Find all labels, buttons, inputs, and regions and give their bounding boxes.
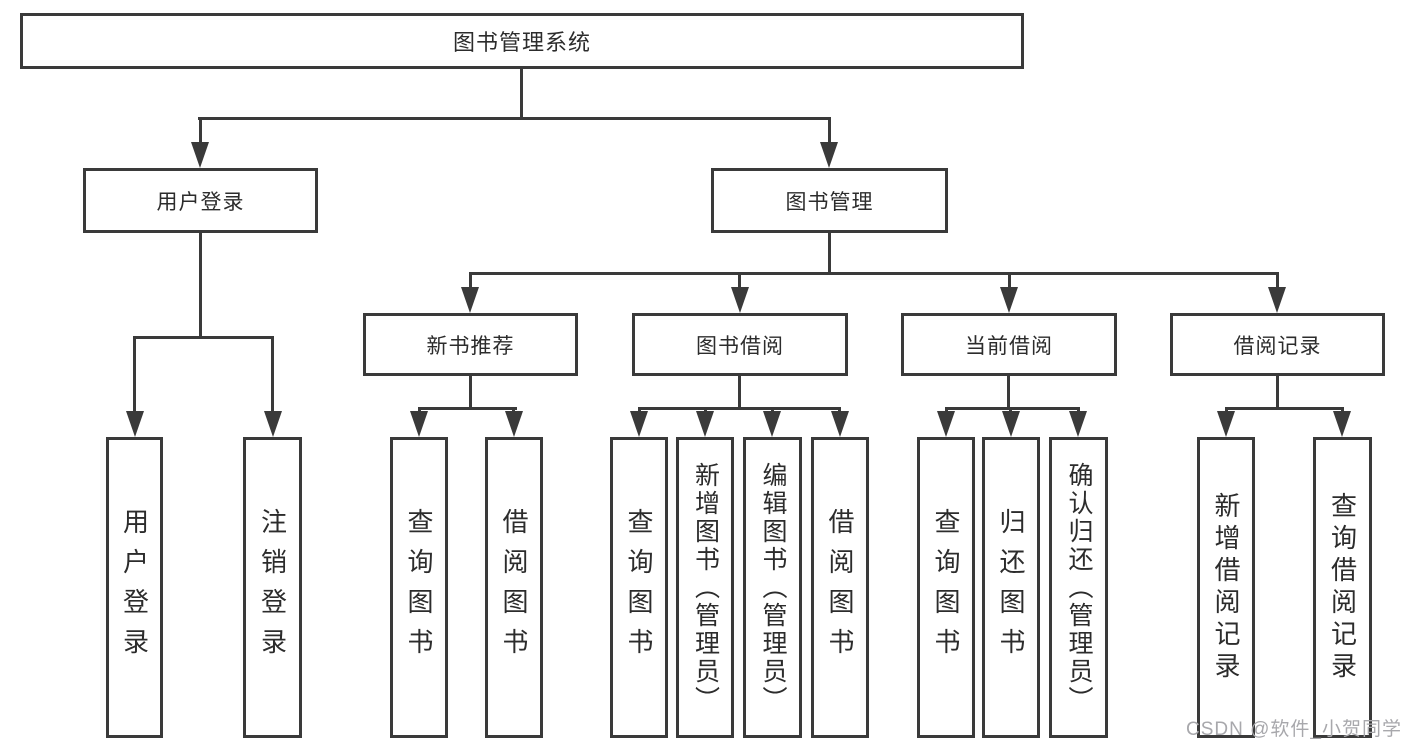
csdn-watermark: CSDN @软件_小贺同学: [1186, 719, 1402, 740]
node-book-borrow: 图书借阅: [632, 313, 848, 376]
leaf-current-query-book: 查询图书: [917, 437, 975, 738]
node-book-borrow-label: 图书借阅: [696, 334, 784, 358]
leaf-recommend-borrow-book-label: 借阅图书: [499, 507, 529, 668]
connector-current-stem: [1007, 376, 1010, 407]
connector-user-login-stem: [199, 233, 202, 336]
leaf-user-login-label: 用户登录: [119, 507, 150, 668]
leaf-return-book: 归还图书: [982, 437, 1040, 738]
leaf-borrow-book-label: 借阅图书: [825, 507, 855, 668]
arrowhead-to-leaf-confirm-return: [1069, 411, 1087, 437]
leaf-current-query-book-label: 查询图书: [931, 507, 961, 668]
connector-root-right-drop: [828, 117, 831, 144]
arrowhead-to-book-borrow: [731, 287, 749, 313]
arrowhead-to-user-login: [191, 142, 209, 168]
arrowhead-to-new-book-recommend: [461, 287, 479, 313]
connector-root-stem: [520, 69, 523, 117]
connector-book-mgmt-drop-3: [1008, 272, 1011, 289]
connector-records-bar: [1225, 407, 1344, 410]
leaf-add-borrow-record: 新增借阅记录: [1197, 437, 1255, 738]
arrowhead-to-leaf-borrow-book: [831, 411, 849, 437]
leaf-add-book-admin-label: 新增图书（管理员）: [691, 461, 720, 714]
node-user-login-label: 用户登录: [156, 190, 245, 214]
node-current-borrow-label: 当前借阅: [965, 334, 1053, 358]
node-root-label: 图书管理系统: [452, 30, 591, 55]
arrowhead-to-leaf-logout: [264, 411, 282, 437]
connector-recommend-stem: [469, 376, 472, 407]
leaf-borrow-book: 借阅图书: [811, 437, 869, 738]
leaf-borrow-query-book: 查询图书: [610, 437, 668, 738]
connector-current-bar: [945, 407, 1080, 410]
arrowhead-to-leaf-return-book: [1002, 411, 1020, 437]
node-book-management: 图书管理: [711, 168, 948, 233]
connector-root-left-drop: [199, 117, 202, 144]
arrowhead-to-leaf-add-record: [1217, 411, 1235, 437]
leaf-recommend-query-book: 查询图书: [390, 437, 448, 738]
connector-records-stem: [1276, 376, 1279, 407]
leaf-edit-book-admin-label: 编辑图书（管理员）: [759, 461, 787, 714]
connector-book-mgmt-drop-2: [738, 272, 741, 289]
connector-book-mgmt-drop-1: [469, 272, 472, 289]
arrowhead-to-leaf-user-login: [126, 411, 144, 437]
node-borrow-records: 借阅记录: [1170, 313, 1385, 376]
leaf-user-login: 用户登录: [106, 437, 163, 738]
arrowhead-to-leaf-query-record: [1333, 411, 1351, 437]
leaf-confirm-return-admin-label: 确认归还（管理员）: [1065, 461, 1093, 714]
arrowhead-to-book-management: [820, 142, 838, 168]
connector-book-mgmt-stem: [828, 233, 831, 272]
arrowhead-to-borrow-records: [1268, 287, 1286, 313]
arrowhead-to-leaf-edit-book: [763, 411, 781, 437]
connector-recommend-bar: [418, 407, 517, 410]
node-book-management-label: 图书管理: [785, 190, 874, 214]
arrowhead-to-leaf-borrow-query: [630, 411, 648, 437]
arrowhead-to-leaf-recommend-borrow: [505, 411, 523, 437]
leaf-recommend-query-book-label: 查询图书: [404, 507, 434, 668]
connector-root-bar: [198, 117, 831, 120]
leaf-add-borrow-record-label: 新增借阅记录: [1211, 491, 1241, 684]
node-root: 图书管理系统: [20, 13, 1024, 69]
connector-book-mgmt-drop-4: [1276, 272, 1279, 289]
node-new-book-recommend-label: 新书推荐: [426, 334, 515, 358]
connector-borrow-bar: [638, 407, 841, 410]
arrowhead-to-current-borrow: [1000, 287, 1018, 313]
leaf-query-borrow-record-label: 查询借阅记录: [1327, 491, 1358, 684]
leaf-query-borrow-record: 查询借阅记录: [1313, 437, 1372, 738]
connector-user-login-bar: [133, 336, 273, 339]
connector-user-login-drop-1: [133, 336, 136, 413]
node-current-borrow: 当前借阅: [901, 313, 1117, 376]
arrowhead-to-leaf-current-query: [937, 411, 955, 437]
connector-user-login-drop-2: [271, 336, 274, 413]
leaf-return-book-label: 归还图书: [996, 507, 1026, 668]
connector-book-mgmt-bar: [469, 272, 1279, 275]
leaf-add-book-admin: 新增图书（管理员）: [676, 437, 734, 738]
leaf-borrow-query-book-label: 查询图书: [624, 507, 654, 668]
leaf-confirm-return-admin: 确认归还（管理员）: [1049, 437, 1108, 738]
leaf-logout: 注销登录: [243, 437, 302, 738]
connector-borrow-stem: [738, 376, 741, 407]
node-user-login: 用户登录: [83, 168, 318, 233]
arrowhead-to-leaf-recommend-query: [410, 411, 428, 437]
leaf-edit-book-admin: 编辑图书（管理员）: [743, 437, 802, 738]
node-new-book-recommend: 新书推荐: [363, 313, 578, 376]
node-borrow-records-label: 借阅记录: [1233, 334, 1322, 358]
arrowhead-to-leaf-add-book: [696, 411, 714, 437]
leaf-logout-label: 注销登录: [257, 507, 288, 668]
leaf-recommend-borrow-book: 借阅图书: [485, 437, 543, 738]
